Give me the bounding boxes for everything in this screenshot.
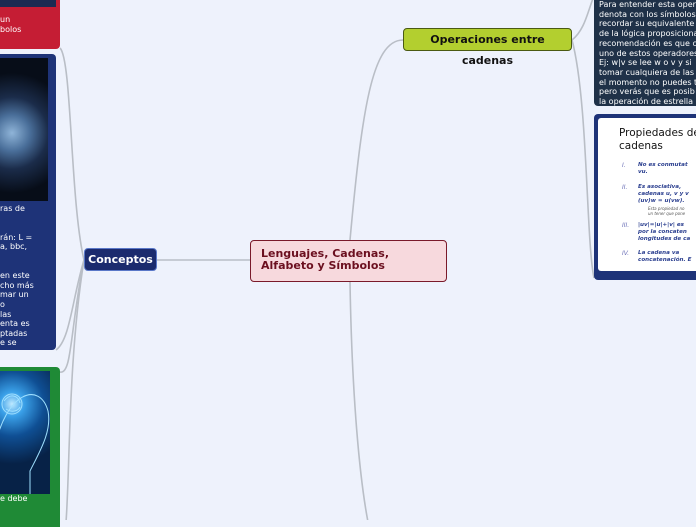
brain-image [0,371,50,494]
property-text: No es conmutat vu. [638,162,688,175]
property-number: II. [622,184,628,191]
properties-card[interactable]: Propiedades de cadenas I. No es conmutat… [594,114,696,280]
property-text: La cadena va concatenación. E [638,250,692,263]
concept-card-blue-text: ras de rán: L = a, bbc, en este cho más … [0,204,34,348]
concept-card-red-text: un bolos [0,15,22,34]
properties-document-image: Propiedades de cadenas I. No es conmutat… [598,118,696,271]
central-topic-label: Lenguajes, Cadenas, Alfabeto y Símbolos [261,247,390,272]
concept-card-green[interactable]: e debe [0,367,60,527]
concept-card-red[interactable]: un bolos [0,0,60,49]
property-text: |uv|=|u|+|v| es por la concaten longitud… [638,222,691,242]
concept-card-blue[interactable]: ras de rán: L = a, bbc, en este cho más … [0,54,56,350]
operations-note-card[interactable]: Para entender esta oper denota con los s… [594,0,696,106]
node-operaciones-entre-cadenas[interactable]: Operaciones entre cadenas [403,28,572,67]
brain-icon [0,393,50,494]
node-conceptos[interactable]: Conceptos [84,248,157,271]
property-subnote: Esta propiedad no un tener que pone [648,206,686,216]
operations-note-text: Para entender esta oper denota con los s… [599,0,696,106]
property-text: Es asociativa, cadenas u, v y v (uv)w = … [638,184,689,204]
property-number: IV. [622,250,630,257]
property-number: III. [622,222,630,229]
robot-head-image [0,58,48,201]
property-number: I. [622,162,626,169]
concept-card-green-text: e debe [0,494,28,503]
card-image-strip [0,0,56,7]
properties-title: Propiedades de cadenas [619,127,696,152]
central-topic[interactable]: Lenguajes, Cadenas, Alfabeto y Símbolos [250,240,447,282]
